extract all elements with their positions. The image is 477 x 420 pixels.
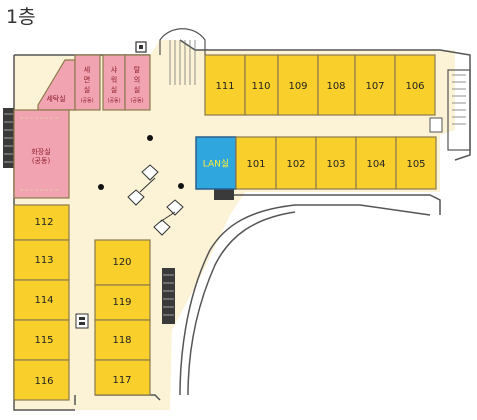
facility-changing-room[interactable]: 탈 의 실 (공동) xyxy=(124,54,151,111)
stair-right xyxy=(447,69,471,151)
room-number: 116 xyxy=(34,376,53,387)
room-number: 107 xyxy=(365,81,384,92)
pillars xyxy=(98,135,184,190)
changing-label-3: 실 xyxy=(134,85,140,94)
washroom-label-3: 실 xyxy=(84,85,90,94)
room-101[interactable]: 101 xyxy=(235,136,277,190)
room-number: 114 xyxy=(34,295,53,306)
room-number: 104 xyxy=(366,159,385,170)
changing-label-2: 의 xyxy=(134,75,140,84)
room-number: 111 xyxy=(215,81,234,92)
room-number: 113 xyxy=(34,255,53,266)
room-105[interactable]: 105 xyxy=(395,136,437,190)
lan-room[interactable]: LAN실 xyxy=(195,136,237,190)
washroom-label-4: (공동) xyxy=(80,98,93,104)
stair-top xyxy=(135,28,206,85)
facility-washroom[interactable]: 세 면 실 (공동) xyxy=(74,54,101,111)
room-119[interactable]: 119 xyxy=(94,284,151,321)
room-112[interactable]: 112 xyxy=(13,204,70,241)
room-118[interactable]: 118 xyxy=(94,319,151,361)
room-115[interactable]: 115 xyxy=(13,319,70,361)
stair-left xyxy=(3,108,14,168)
room-number: 112 xyxy=(34,217,53,228)
shower-label-4: (공동) xyxy=(107,98,120,104)
changing-label-1: 탈 xyxy=(134,66,141,74)
washroom-label-1: 세 xyxy=(84,65,90,74)
room-row-top: 111 110 109 108 107 106 xyxy=(204,54,436,116)
room-number: 118 xyxy=(112,335,131,346)
changing-label-4: (공동) xyxy=(130,98,143,104)
room-109[interactable]: 109 xyxy=(277,54,319,116)
room-number: 103 xyxy=(326,159,345,170)
room-number: 108 xyxy=(326,81,345,92)
room-120[interactable]: 120 xyxy=(94,239,151,286)
room-114[interactable]: 114 xyxy=(13,279,70,321)
lobby-tables xyxy=(127,164,184,236)
room-103[interactable]: 103 xyxy=(315,136,357,190)
elevator-icon xyxy=(75,313,89,329)
washroom-label-2: 면 xyxy=(84,75,90,84)
room-number: 102 xyxy=(286,159,305,170)
room-113[interactable]: 113 xyxy=(13,239,70,281)
shower-label-2: 워 xyxy=(111,76,117,84)
stair-inner xyxy=(162,188,234,324)
room-number: 120 xyxy=(112,257,131,268)
shower-label-1: 샤 xyxy=(111,65,118,74)
facility-restroom[interactable]: 화장실 (공동) xyxy=(13,109,70,199)
facility-shower[interactable]: 샤 워 실 (공동) xyxy=(102,54,126,111)
laundry-label: 세탁실 xyxy=(46,94,65,103)
room-row-middle: 101 102 103 104 105 xyxy=(235,136,437,190)
room-number: 115 xyxy=(34,335,53,346)
room-number: 117 xyxy=(112,375,131,386)
room-number: 105 xyxy=(406,159,425,170)
restroom-sub-label: (공동) xyxy=(32,157,51,165)
room-number: 106 xyxy=(405,81,424,92)
room-column-left: 112 113 114 115 116 xyxy=(13,204,70,401)
room-106[interactable]: 106 xyxy=(394,54,436,116)
room-number: 109 xyxy=(288,81,307,92)
room-104[interactable]: 104 xyxy=(355,136,397,190)
room-column-inner: 120 119 118 117 xyxy=(94,239,151,396)
room-number: 110 xyxy=(251,81,270,92)
restroom-label: 화장실 xyxy=(31,147,50,156)
room-number: 101 xyxy=(246,159,265,170)
entrance-right xyxy=(429,117,443,133)
room-111[interactable]: 111 xyxy=(204,54,246,116)
lan-room-label: LAN실 xyxy=(203,159,229,170)
room-110[interactable]: 110 xyxy=(244,54,279,116)
room-102[interactable]: 102 xyxy=(275,136,317,190)
room-107[interactable]: 107 xyxy=(354,54,396,116)
floor-title: 1층 xyxy=(6,6,36,28)
shower-label-3: 실 xyxy=(111,85,117,94)
room-116[interactable]: 116 xyxy=(13,359,70,401)
room-108[interactable]: 108 xyxy=(317,54,356,116)
room-number: 119 xyxy=(112,297,131,308)
room-117[interactable]: 117 xyxy=(94,359,151,396)
